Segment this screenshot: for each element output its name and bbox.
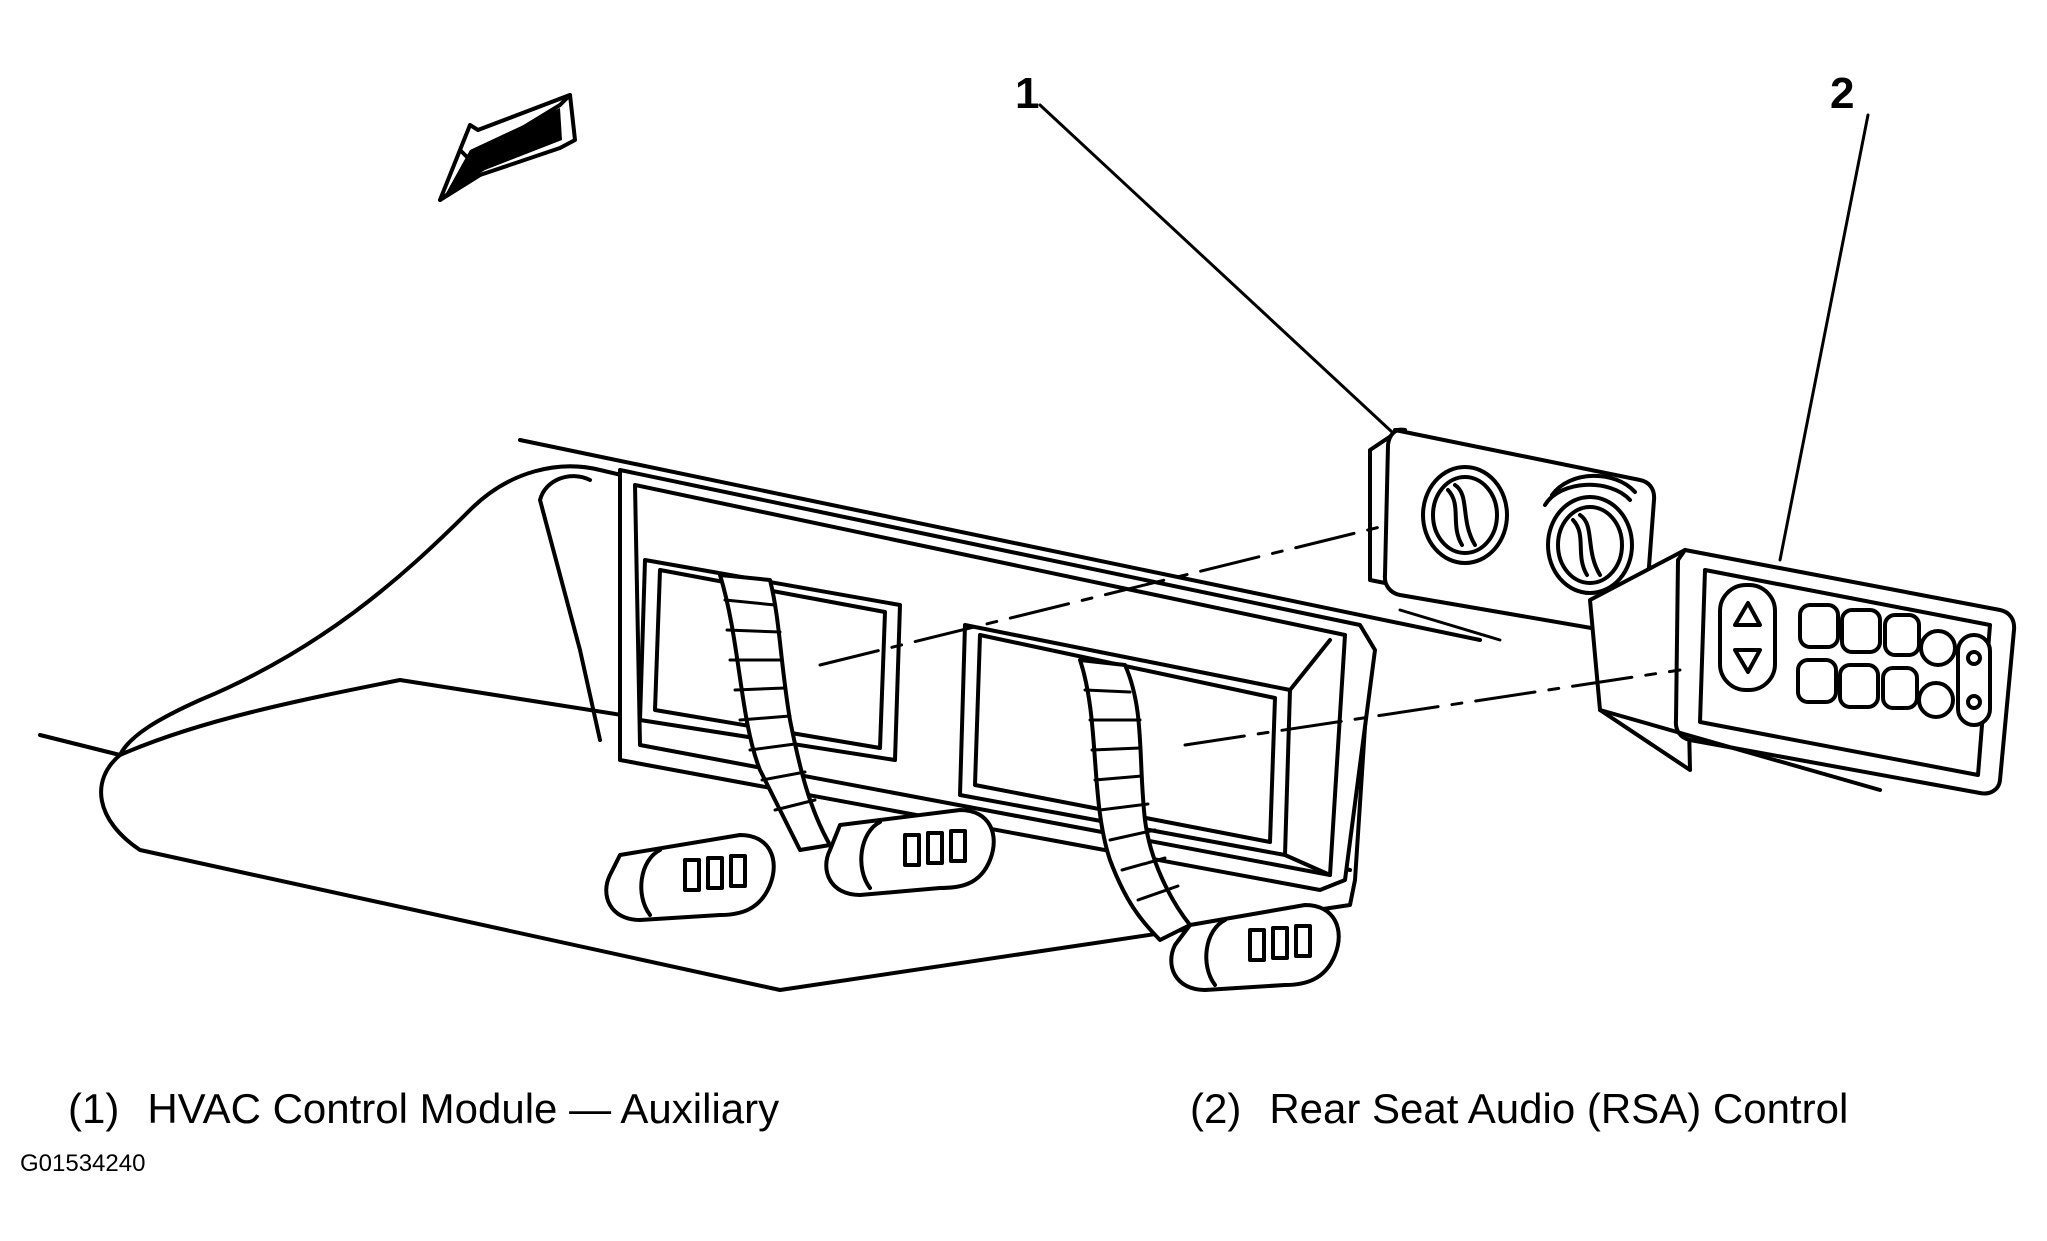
legend-item-1: (1) HVAC Control Module — Auxiliary bbox=[68, 1085, 779, 1133]
rotary-knob-icon bbox=[1543, 473, 1637, 595]
legend-item-2: (2) Rear Seat Audio (RSA) Control bbox=[1190, 1085, 1848, 1133]
connector-icon bbox=[824, 808, 996, 897]
rsa-buttons bbox=[1796, 603, 1992, 727]
direction-arrow-icon bbox=[438, 93, 577, 202]
callout-2: 2 bbox=[1830, 69, 1854, 118]
wire-harness-left bbox=[718, 573, 832, 852]
wire-harness-right bbox=[1078, 658, 1192, 942]
legend-number-1: (1) bbox=[68, 1085, 120, 1132]
leader-lines bbox=[818, 103, 1870, 747]
connector-icon bbox=[604, 833, 776, 922]
rsa-control bbox=[1588, 548, 2017, 796]
legend-label-2: Rear Seat Audio (RSA) Control bbox=[1269, 1085, 1849, 1132]
connector-icon bbox=[1169, 903, 1341, 992]
hvac-control-module bbox=[1368, 427, 1657, 637]
up-down-arrows-icon bbox=[1718, 583, 1777, 692]
legend-number-2: (2) bbox=[1190, 1085, 1242, 1132]
figure-id: G01534240 bbox=[20, 1150, 146, 1177]
callout-1: 1 bbox=[1015, 69, 1039, 118]
legend-label-1: HVAC Control Module — Auxiliary bbox=[147, 1085, 780, 1132]
rotary-knob-icon bbox=[1421, 465, 1509, 565]
